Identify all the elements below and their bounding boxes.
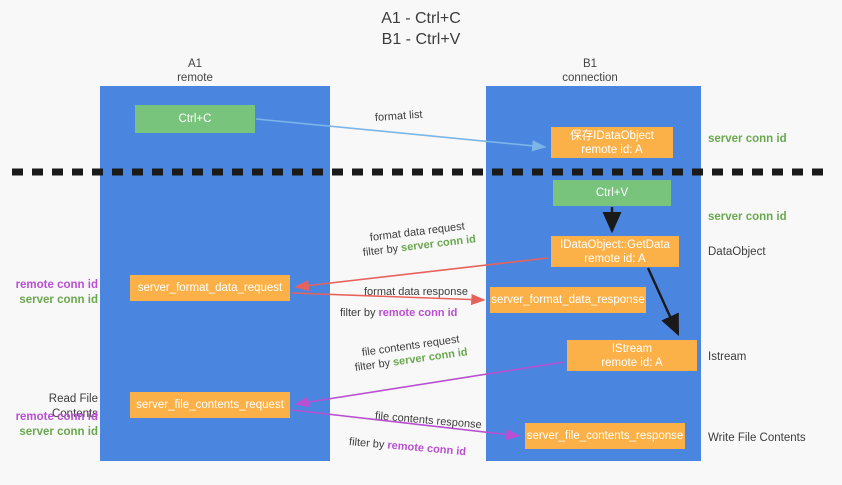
column-b1-role: connection (562, 72, 618, 84)
node-getdata-line2: remote id: A (584, 252, 646, 265)
edge-label-format-data-response: format data response (364, 286, 468, 298)
page-title: A1 - Ctrl+C B1 - Ctrl+V (0, 8, 842, 50)
node-save-idataobject[interactable]: 保存IDataObject remote id: A (551, 127, 673, 158)
node-server-file-contents-request-label: server_file_contents_request (136, 399, 284, 411)
side-label-server-conn-id-top: server conn id (708, 133, 787, 145)
edge-label-format-data-response-filter: filter by remote conn id (340, 306, 457, 321)
side-label-remote-conn-id: remote conn id (15, 411, 98, 423)
node-server-format-data-response-label: server_format_data_response (491, 294, 645, 306)
filter-value-remote-conn-id: remote conn id (386, 439, 467, 459)
node-server-format-data-request[interactable]: server_format_data_request (130, 275, 290, 301)
side-label-write-file-contents: Write File Contents (708, 432, 806, 444)
side-label-istream: Istream (708, 351, 747, 363)
title-line-2: B1 - Ctrl+V (381, 31, 461, 48)
side-label-remote-conn-id: remote conn id (15, 279, 98, 291)
column-a1-role: remote (177, 72, 213, 84)
side-label-conn-ids-bottom: remote conn id server conn id (8, 410, 98, 440)
side-label-server-conn-id: server conn id (19, 426, 98, 438)
node-getdata-line1: IDataObject::GetData (560, 238, 670, 251)
column-header-b1: B1 connection (525, 57, 655, 85)
node-ctrl-c[interactable]: Ctrl+C (135, 105, 255, 133)
node-save-idataobject-line1: 保存IDataObject (570, 129, 654, 142)
side-label-conn-ids-middle: remote conn id server conn id (8, 278, 98, 308)
node-istream-line1: IStream (611, 342, 653, 355)
node-ctrl-v[interactable]: Ctrl+V (553, 180, 671, 206)
column-a1-name: A1 (187, 58, 203, 70)
filter-value-remote-conn-id: remote conn id (378, 307, 458, 319)
node-idataobject-getdata[interactable]: IDataObject::GetData remote id: A (551, 236, 679, 267)
node-server-format-data-response[interactable]: server_format_data_response (490, 287, 646, 313)
column-b1-name: B1 (582, 58, 598, 70)
edge-label-file-contents-response-filter: filter by remote conn id (348, 435, 467, 460)
node-server-file-contents-response[interactable]: server_file_contents_response (525, 423, 685, 449)
filter-prefix: filter by (362, 242, 402, 259)
node-ctrl-v-label: Ctrl+V (595, 187, 629, 199)
node-server-file-contents-response-label: server_file_contents_response (526, 430, 684, 442)
side-label-server-conn-id-mid: server conn id (708, 211, 787, 223)
node-server-format-data-request-label: server_format_data_request (137, 282, 283, 294)
edge-label-format-list: format list (374, 108, 423, 124)
column-header-a1: A1 remote (130, 57, 260, 85)
side-label-server-conn-id: server conn id (19, 294, 98, 306)
node-server-file-contents-request[interactable]: server_file_contents_request (130, 392, 290, 418)
side-label-dataobject: DataObject (708, 246, 766, 258)
node-istream[interactable]: IStream remote id: A (567, 340, 697, 371)
side-label-read-file-contents: Read File Contents (48, 393, 98, 420)
node-istream-line2: remote id: A (601, 356, 663, 369)
edge-label-file-contents-response: file contents response (374, 410, 483, 432)
node-save-idataobject-line2: remote id: A (581, 143, 643, 156)
title-line-1: A1 - Ctrl+C (381, 10, 461, 27)
filter-prefix: filter by (348, 436, 388, 452)
filter-prefix: filter by (340, 307, 379, 319)
node-ctrl-c-label: Ctrl+C (178, 113, 212, 125)
filter-prefix: filter by (354, 356, 394, 374)
